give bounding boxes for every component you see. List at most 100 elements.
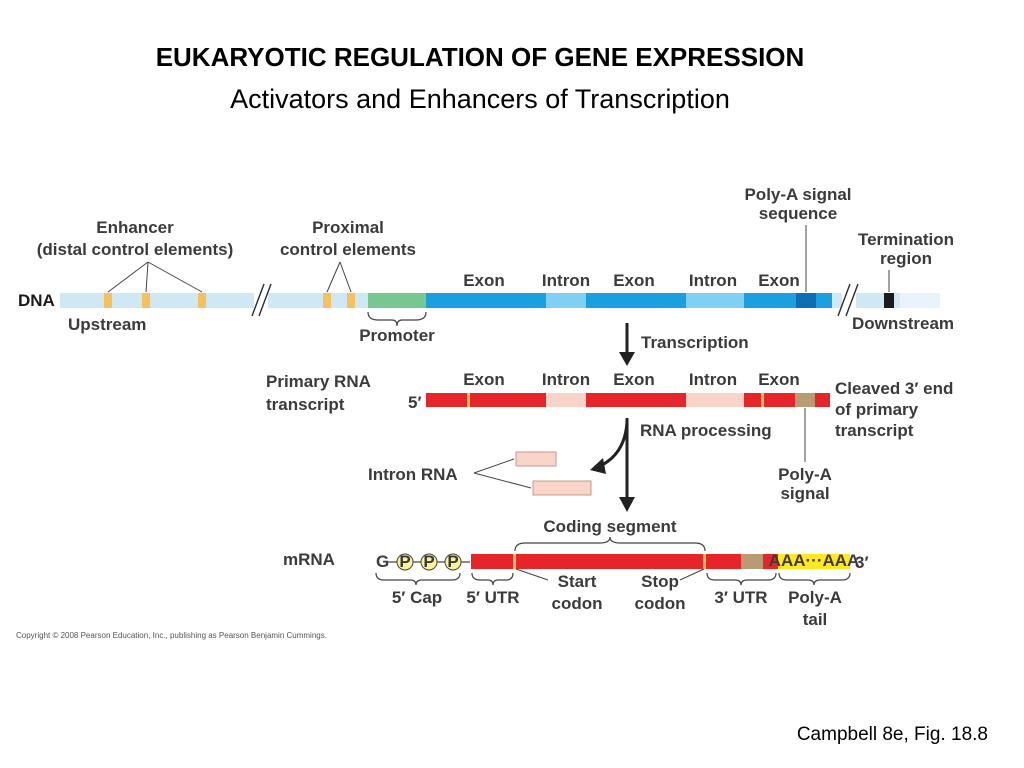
termination-label: Termination <box>858 230 954 249</box>
primary-exon-label: Exon <box>613 370 655 389</box>
dna-intron <box>686 293 744 308</box>
three-utr-bracket <box>706 572 777 586</box>
mrna-stop-marker <box>703 554 706 569</box>
polya-tail-sublabel: tail <box>803 610 828 629</box>
dna-break-right <box>837 283 859 317</box>
mrna-g: G <box>376 552 389 571</box>
mrna-start-marker <box>513 554 516 569</box>
dna-intron-label: Intron <box>689 271 737 290</box>
enhancer-label: Enhancer <box>96 218 174 237</box>
page-subtitle: Activators and Enhancers of Transcriptio… <box>230 84 730 114</box>
proximal-pointer <box>326 261 352 293</box>
cap-phosphate: P <box>396 552 414 571</box>
cleaved-end-sublabel2: transcript <box>835 421 914 440</box>
start-codon-pointer <box>515 568 549 581</box>
primary-transcript-sublabel: transcript <box>266 395 345 414</box>
intron-rna-pointer <box>473 458 532 489</box>
promoter-bracket <box>367 311 427 327</box>
dna-intron-label: Intron <box>542 271 590 290</box>
enhancer-element <box>104 293 112 308</box>
primary-exon-label: Exon <box>463 370 505 389</box>
start-codon-label: Start <box>558 572 597 591</box>
transcription-label: Transcription <box>641 333 749 352</box>
mrna-label: mRNA <box>283 550 335 569</box>
primary-intron-label: Intron <box>542 370 590 389</box>
primary-rna-strand <box>426 393 830 407</box>
dna-exon <box>586 293 686 308</box>
svg-text:P: P <box>399 552 410 571</box>
three-utr-label: 3′ UTR <box>714 588 767 607</box>
coding-segment-bracket <box>514 536 706 552</box>
svg-text:P: P <box>423 552 434 571</box>
svg-text:P: P <box>447 552 458 571</box>
cleaved-end-label: Cleaved 3′ end <box>835 379 953 398</box>
upstream-label: Upstream <box>68 315 146 334</box>
primary-intron-label: Intron <box>689 370 737 389</box>
intron-rna-label: Intron RNA <box>368 465 458 484</box>
dna-exon-label: Exon <box>758 271 800 290</box>
primary-intron <box>686 393 744 407</box>
enhancer-pointer <box>107 261 203 293</box>
polya-tail-bracket <box>778 572 851 586</box>
polya-signal-sequence-label: Poly-A signal <box>744 185 851 204</box>
proximal-element <box>347 293 355 308</box>
promoter-label: Promoter <box>359 326 435 345</box>
proximal-element <box>323 293 331 308</box>
stop-codon-pointer <box>679 568 705 581</box>
five-utr-bracket <box>471 572 514 586</box>
five-utr-label: 5′ UTR <box>466 588 519 607</box>
promoter-region <box>368 293 426 308</box>
dna-exon <box>744 293 832 308</box>
cap-phosphate: P <box>444 552 462 571</box>
intron-rna-piece <box>532 480 592 496</box>
start-codon-sublabel: codon <box>552 594 603 613</box>
intron-rna-piece <box>515 451 557 467</box>
page-title: EUKARYOTIC REGULATION OF GENE EXPRESSION <box>155 42 805 72</box>
dna-exon <box>426 293 546 308</box>
primary-start-marker <box>467 393 470 407</box>
primary-polya-signal <box>795 393 815 407</box>
primary-exon <box>586 393 686 407</box>
polya-tail-text: AAA···AAA <box>769 551 860 570</box>
polya-signal-sublabel: signal <box>780 484 829 503</box>
polya-tail-box <box>778 554 850 569</box>
termination-box <box>884 293 894 308</box>
mrna-three-prime: 3′ <box>855 553 869 572</box>
primary-exon <box>426 393 546 407</box>
enhancer-element <box>198 293 206 308</box>
termination-sublabel: region <box>880 249 932 268</box>
proximal-sublabel: control elements <box>280 240 416 259</box>
rna-processing-label: RNA processing <box>640 421 772 440</box>
mrna-body <box>471 554 778 569</box>
primary-transcript-label: Primary RNA <box>266 372 371 391</box>
cleaved-end-sublabel: of primary <box>835 400 919 419</box>
primary-exon <box>744 393 830 407</box>
dna-break-left <box>251 283 272 317</box>
primary-exon-label: Exon <box>758 370 800 389</box>
downstream-label: Downstream <box>852 314 954 333</box>
dna-strand <box>60 283 940 317</box>
dna-label: DNA <box>18 291 55 310</box>
proximal-label: Proximal <box>312 218 384 237</box>
dna-exon-label: Exon <box>613 271 655 290</box>
primary-stop-marker <box>761 393 764 407</box>
stop-codon-sublabel: codon <box>635 594 686 613</box>
polya-signal-sequence-sublabel: sequence <box>759 204 837 223</box>
five-cap-bracket <box>375 572 461 586</box>
polya-signal-sequence-box <box>796 293 816 308</box>
copyright-notice: Copyright © 2008 Pearson Education, Inc.… <box>16 631 327 640</box>
primary-five-prime: 5′ <box>408 393 422 412</box>
enhancer-element <box>142 293 150 308</box>
polya-tail-label: Poly-A <box>788 588 842 607</box>
mrna-strand: AAA···AAA <box>471 551 859 570</box>
dna-intron <box>546 293 586 308</box>
mrna-polya-signal <box>741 554 763 569</box>
cap-phosphate: P <box>420 552 438 571</box>
transcription-arrow <box>619 323 635 366</box>
figure-credit: Campbell 8e, Fig. 18.8 <box>796 724 988 745</box>
stop-codon-label: Stop <box>641 572 679 591</box>
dna-fade-right <box>900 293 940 308</box>
dna-exon-label: Exon <box>463 271 505 290</box>
primary-intron <box>546 393 586 407</box>
